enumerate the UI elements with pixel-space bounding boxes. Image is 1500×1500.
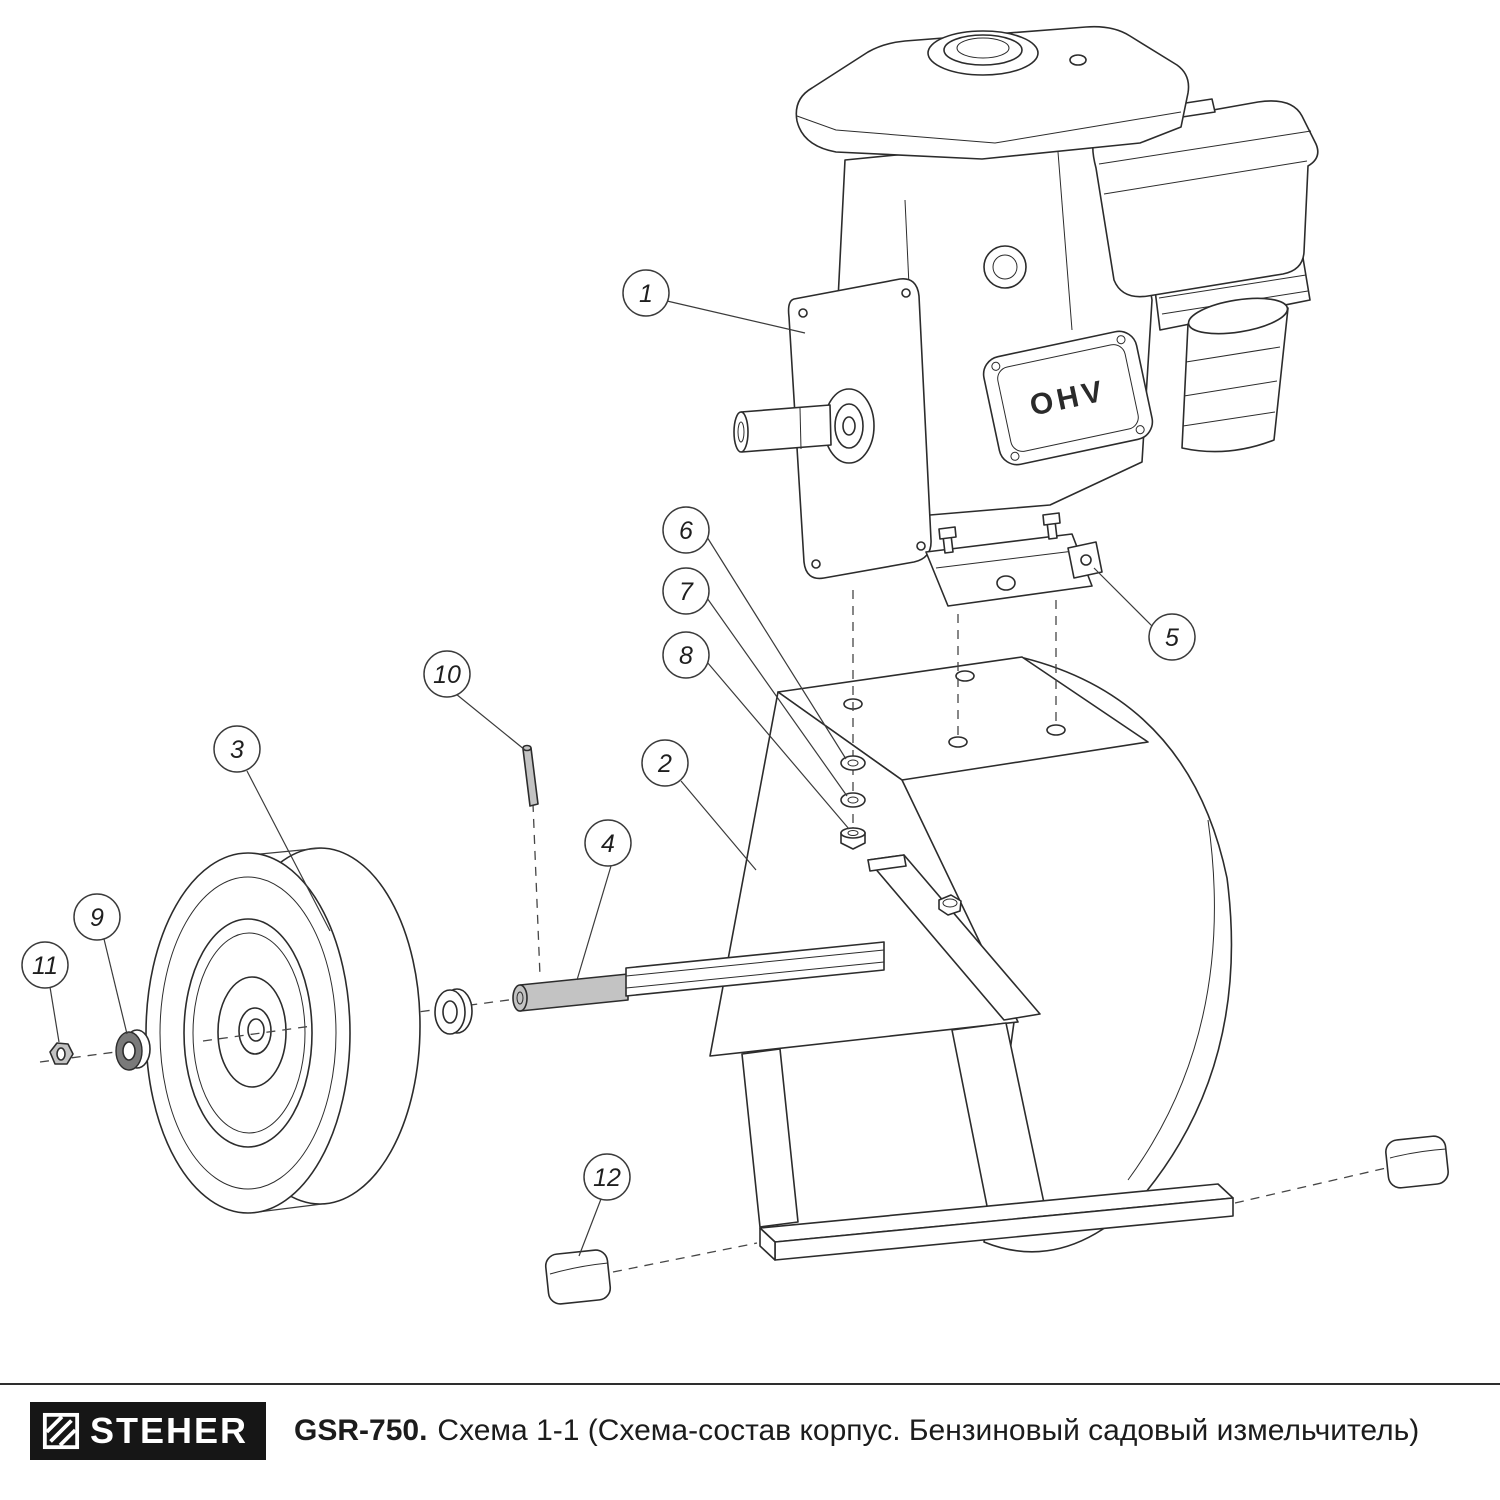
callout-4: 4 — [584, 819, 632, 867]
callout-9-number: 9 — [90, 904, 104, 932]
spring-washer — [840, 755, 866, 771]
callout-6-number: 6 — [679, 517, 693, 545]
flat-washer — [840, 792, 866, 808]
mount-fasteners — [840, 755, 866, 850]
foot-cap-right — [1385, 1135, 1449, 1189]
crankshaft — [733, 404, 832, 453]
cap-dashed-line-left — [612, 1242, 758, 1273]
valve-cover: OHV — [982, 330, 1154, 466]
mount-hole — [1046, 724, 1066, 736]
callout-4-number: 4 — [601, 830, 615, 858]
callout-12-number: 12 — [593, 1164, 621, 1192]
wheel — [145, 847, 421, 1214]
mount-hole — [955, 670, 975, 682]
model-number: GSR-750. — [294, 1414, 428, 1447]
axle-washer — [434, 988, 473, 1035]
leader-lines — [49, 300, 1155, 1257]
footer-divider — [0, 1383, 1500, 1385]
callout-7: 7 — [662, 567, 710, 615]
callout-1: 1 — [622, 269, 670, 317]
fuel-tank — [795, 25, 1190, 160]
callout-9: 9 — [73, 893, 121, 941]
air-filter-box — [1092, 98, 1319, 298]
fan-cover-boss — [983, 245, 1027, 289]
callout-11-number: 11 — [32, 952, 58, 980]
callout-6: 6 — [662, 506, 710, 554]
callout-10: 10 — [423, 650, 471, 698]
callout-5: 5 — [1148, 613, 1196, 661]
housing-left-leg — [741, 1048, 799, 1228]
pin — [522, 744, 539, 807]
diagram-caption: GSR-750. Схема 1-1 (Схема-состав корпус. … — [294, 1414, 1419, 1448]
foot-cap-left — [544, 1249, 612, 1305]
hub-axis-dashed-line — [202, 1025, 313, 1042]
mount-hole — [948, 736, 968, 748]
callout-5-number: 5 — [1165, 624, 1179, 652]
steher-logo-icon — [42, 1412, 80, 1450]
callout-10-number: 10 — [433, 661, 461, 689]
callout-8-number: 8 — [679, 642, 693, 670]
fuel-filler-cap — [927, 30, 1039, 76]
muffler — [1181, 297, 1289, 453]
cap-dashed-line-right — [1234, 1167, 1387, 1204]
engine-mount-base — [925, 512, 1103, 607]
callout-2: 2 — [641, 739, 689, 787]
callout-3-number: 3 — [230, 736, 244, 764]
caption-text: Схема 1-1 (Схема-состав корпус. Бензинов… — [437, 1414, 1420, 1447]
callout-12: 12 — [583, 1153, 631, 1201]
brand-name: STEHER — [90, 1410, 249, 1451]
callout-8: 8 — [662, 631, 710, 679]
callout-7-number: 7 — [679, 578, 694, 606]
callout-2-number: 2 — [657, 750, 672, 778]
callout-3: 3 — [213, 725, 261, 773]
wheel-washer — [115, 1029, 151, 1071]
footer: STEHER GSR-750. Схема 1-1 (Схема-состав к… — [30, 1402, 1480, 1460]
hex-nut — [840, 827, 866, 850]
axle-nut — [49, 1042, 74, 1065]
crankcase — [787, 278, 932, 580]
engine: OHV — [733, 25, 1319, 607]
callout-11: 11 — [21, 941, 69, 989]
housing-drum — [899, 657, 1233, 1253]
axle — [512, 941, 885, 1012]
callout-1-number: 1 — [639, 280, 653, 308]
steher-logo: STEHER — [30, 1402, 267, 1460]
